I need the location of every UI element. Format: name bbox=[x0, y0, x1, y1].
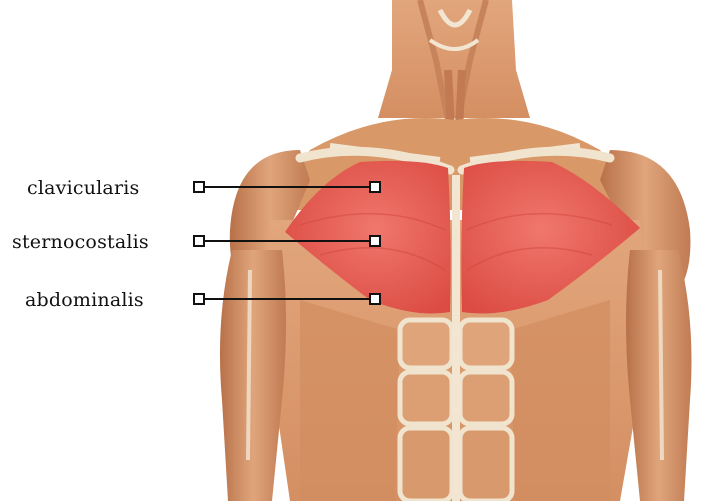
label-clavicularis: clavicularis bbox=[27, 179, 139, 198]
label-sternocostalis: sternocostalis bbox=[12, 233, 149, 252]
marker-abdominalis-end bbox=[369, 293, 381, 305]
marker-abdominalis-start bbox=[193, 293, 205, 305]
leader-sternocostalis bbox=[205, 240, 370, 242]
marker-sternocostalis-start bbox=[193, 235, 205, 247]
marker-clavicularis-end bbox=[369, 181, 381, 193]
marker-clavicularis-start bbox=[193, 181, 205, 193]
leader-abdominalis bbox=[205, 298, 370, 300]
label-abdominalis: abdominalis bbox=[25, 291, 144, 310]
marker-sternocostalis-end bbox=[369, 235, 381, 247]
leader-clavicularis bbox=[205, 186, 370, 188]
